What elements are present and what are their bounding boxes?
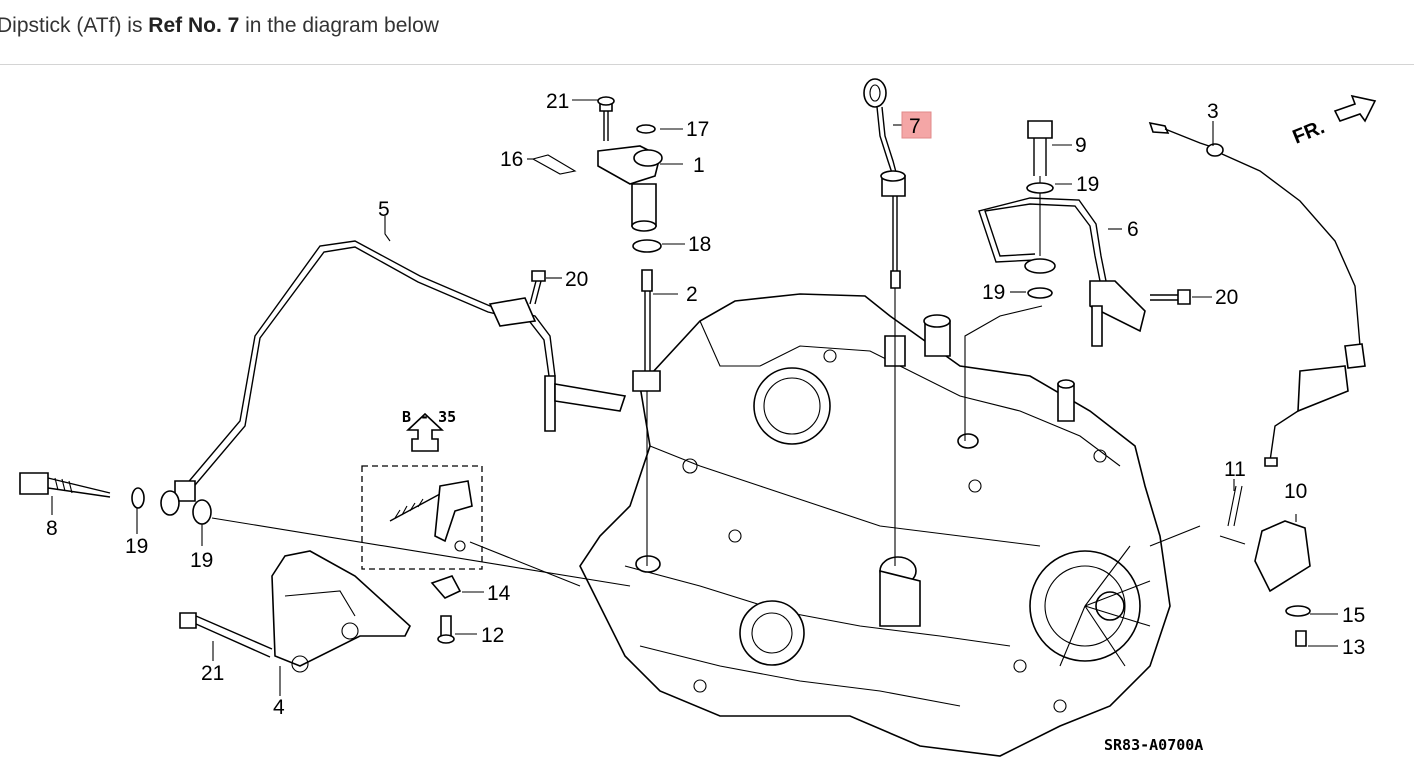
bolt-9-and-washers <box>1024 120 1056 299</box>
callout-2: 2 <box>686 283 698 306</box>
caption-divider <box>0 64 1414 65</box>
callout-1: 1 <box>693 154 705 177</box>
callout-labels: 7 21 17 16 1 18 2 20 5 9 19 6 19 20 3 11… <box>46 90 1365 754</box>
callout-10: 10 <box>1284 480 1307 503</box>
callout-12: 12 <box>481 624 504 647</box>
callout-13: 13 <box>1342 636 1365 659</box>
callout-17: 17 <box>686 118 709 141</box>
callout-4: 4 <box>273 696 285 719</box>
direction-label: FR. <box>1290 116 1328 148</box>
caption-ref-number: Ref No. 7 <box>148 14 240 37</box>
callout-3: 3 <box>1207 100 1219 123</box>
callout-20-right: 20 <box>1215 286 1238 309</box>
callout-11: 11 <box>1224 458 1246 481</box>
callout-18: 18 <box>688 233 711 256</box>
atf-dipstick <box>863 78 906 566</box>
bolt-21-top <box>597 96 615 106</box>
callout-7: 7 <box>909 115 921 138</box>
callout-16: 16 <box>500 148 523 171</box>
shift-cable <box>1148 121 1366 467</box>
detail-box <box>361 412 581 644</box>
callout-6: 6 <box>1127 218 1139 241</box>
leader-lines <box>51 99 1338 696</box>
diagram-caption: Dipstick (ATf) is Ref No. 7 in the diagr… <box>0 14 439 38</box>
cooler-pipe-left <box>174 240 627 502</box>
transmission-housing <box>579 293 1171 757</box>
front-direction-arrow: FR. <box>1290 94 1377 149</box>
callout-19-left-a: 19 <box>125 535 148 558</box>
callout-19-right-top: 19 <box>1076 173 1099 196</box>
caption-suffix: in the diagram below <box>239 14 439 37</box>
callout-9: 9 <box>1075 134 1087 157</box>
callout-19-left-b: 19 <box>190 549 213 572</box>
bolt-8-and-washers <box>19 472 631 587</box>
caption-prefix: Dipstick (ATf) is <box>0 14 149 37</box>
diagram-code: SR83-A0700A <box>1104 736 1203 754</box>
callout-15: 15 <box>1342 604 1365 627</box>
bolt-20-right <box>1150 289 1191 305</box>
callout-14: 14 <box>487 582 511 605</box>
ref-7-highlight <box>901 111 932 139</box>
callout-21-top: 21 <box>546 90 569 113</box>
callout-8: 8 <box>46 517 58 540</box>
cross-reference-label: B - 35 <box>402 408 456 426</box>
callout-21-bottom: 21 <box>201 662 224 685</box>
mount-bracket <box>179 550 411 673</box>
cable-bracket-cover <box>1149 485 1311 647</box>
callout-20-left: 20 <box>565 268 588 291</box>
callout-5: 5 <box>378 198 390 221</box>
callout-19-right-bottom: 19 <box>982 281 1005 304</box>
parts-diagram: FR. 7 21 17 16 1 18 <box>19 78 1377 757</box>
